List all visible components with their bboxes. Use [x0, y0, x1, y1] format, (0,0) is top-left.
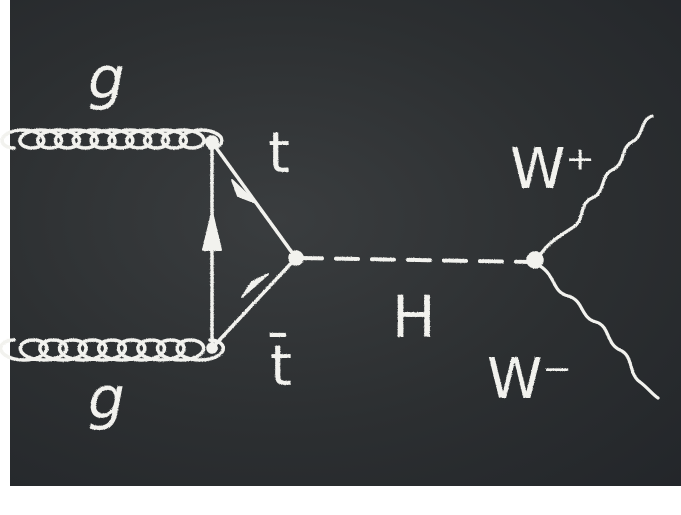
vertex-higgs-decay [527, 252, 543, 268]
vertex-gluon-top [206, 136, 218, 148]
anti-top-quark-label: t̄ [269, 334, 292, 399]
arrow-icon-vertical [203, 212, 221, 250]
gluon-bottom-label: g [88, 364, 125, 432]
vertex-gluon-bottom [207, 343, 217, 353]
top-quark-label: t [268, 121, 290, 186]
w-plus-label: W⁺ [510, 137, 595, 202]
higgs-propagator-line [300, 258, 532, 262]
gluon-line-bottom [1, 340, 224, 360]
gluon-top-label: g [88, 44, 125, 112]
vertex-higgs-production [289, 251, 303, 265]
w-minus-label: W⁻ [487, 347, 572, 412]
gluon-line-top [2, 130, 222, 148]
higgs-label: H [392, 283, 436, 351]
